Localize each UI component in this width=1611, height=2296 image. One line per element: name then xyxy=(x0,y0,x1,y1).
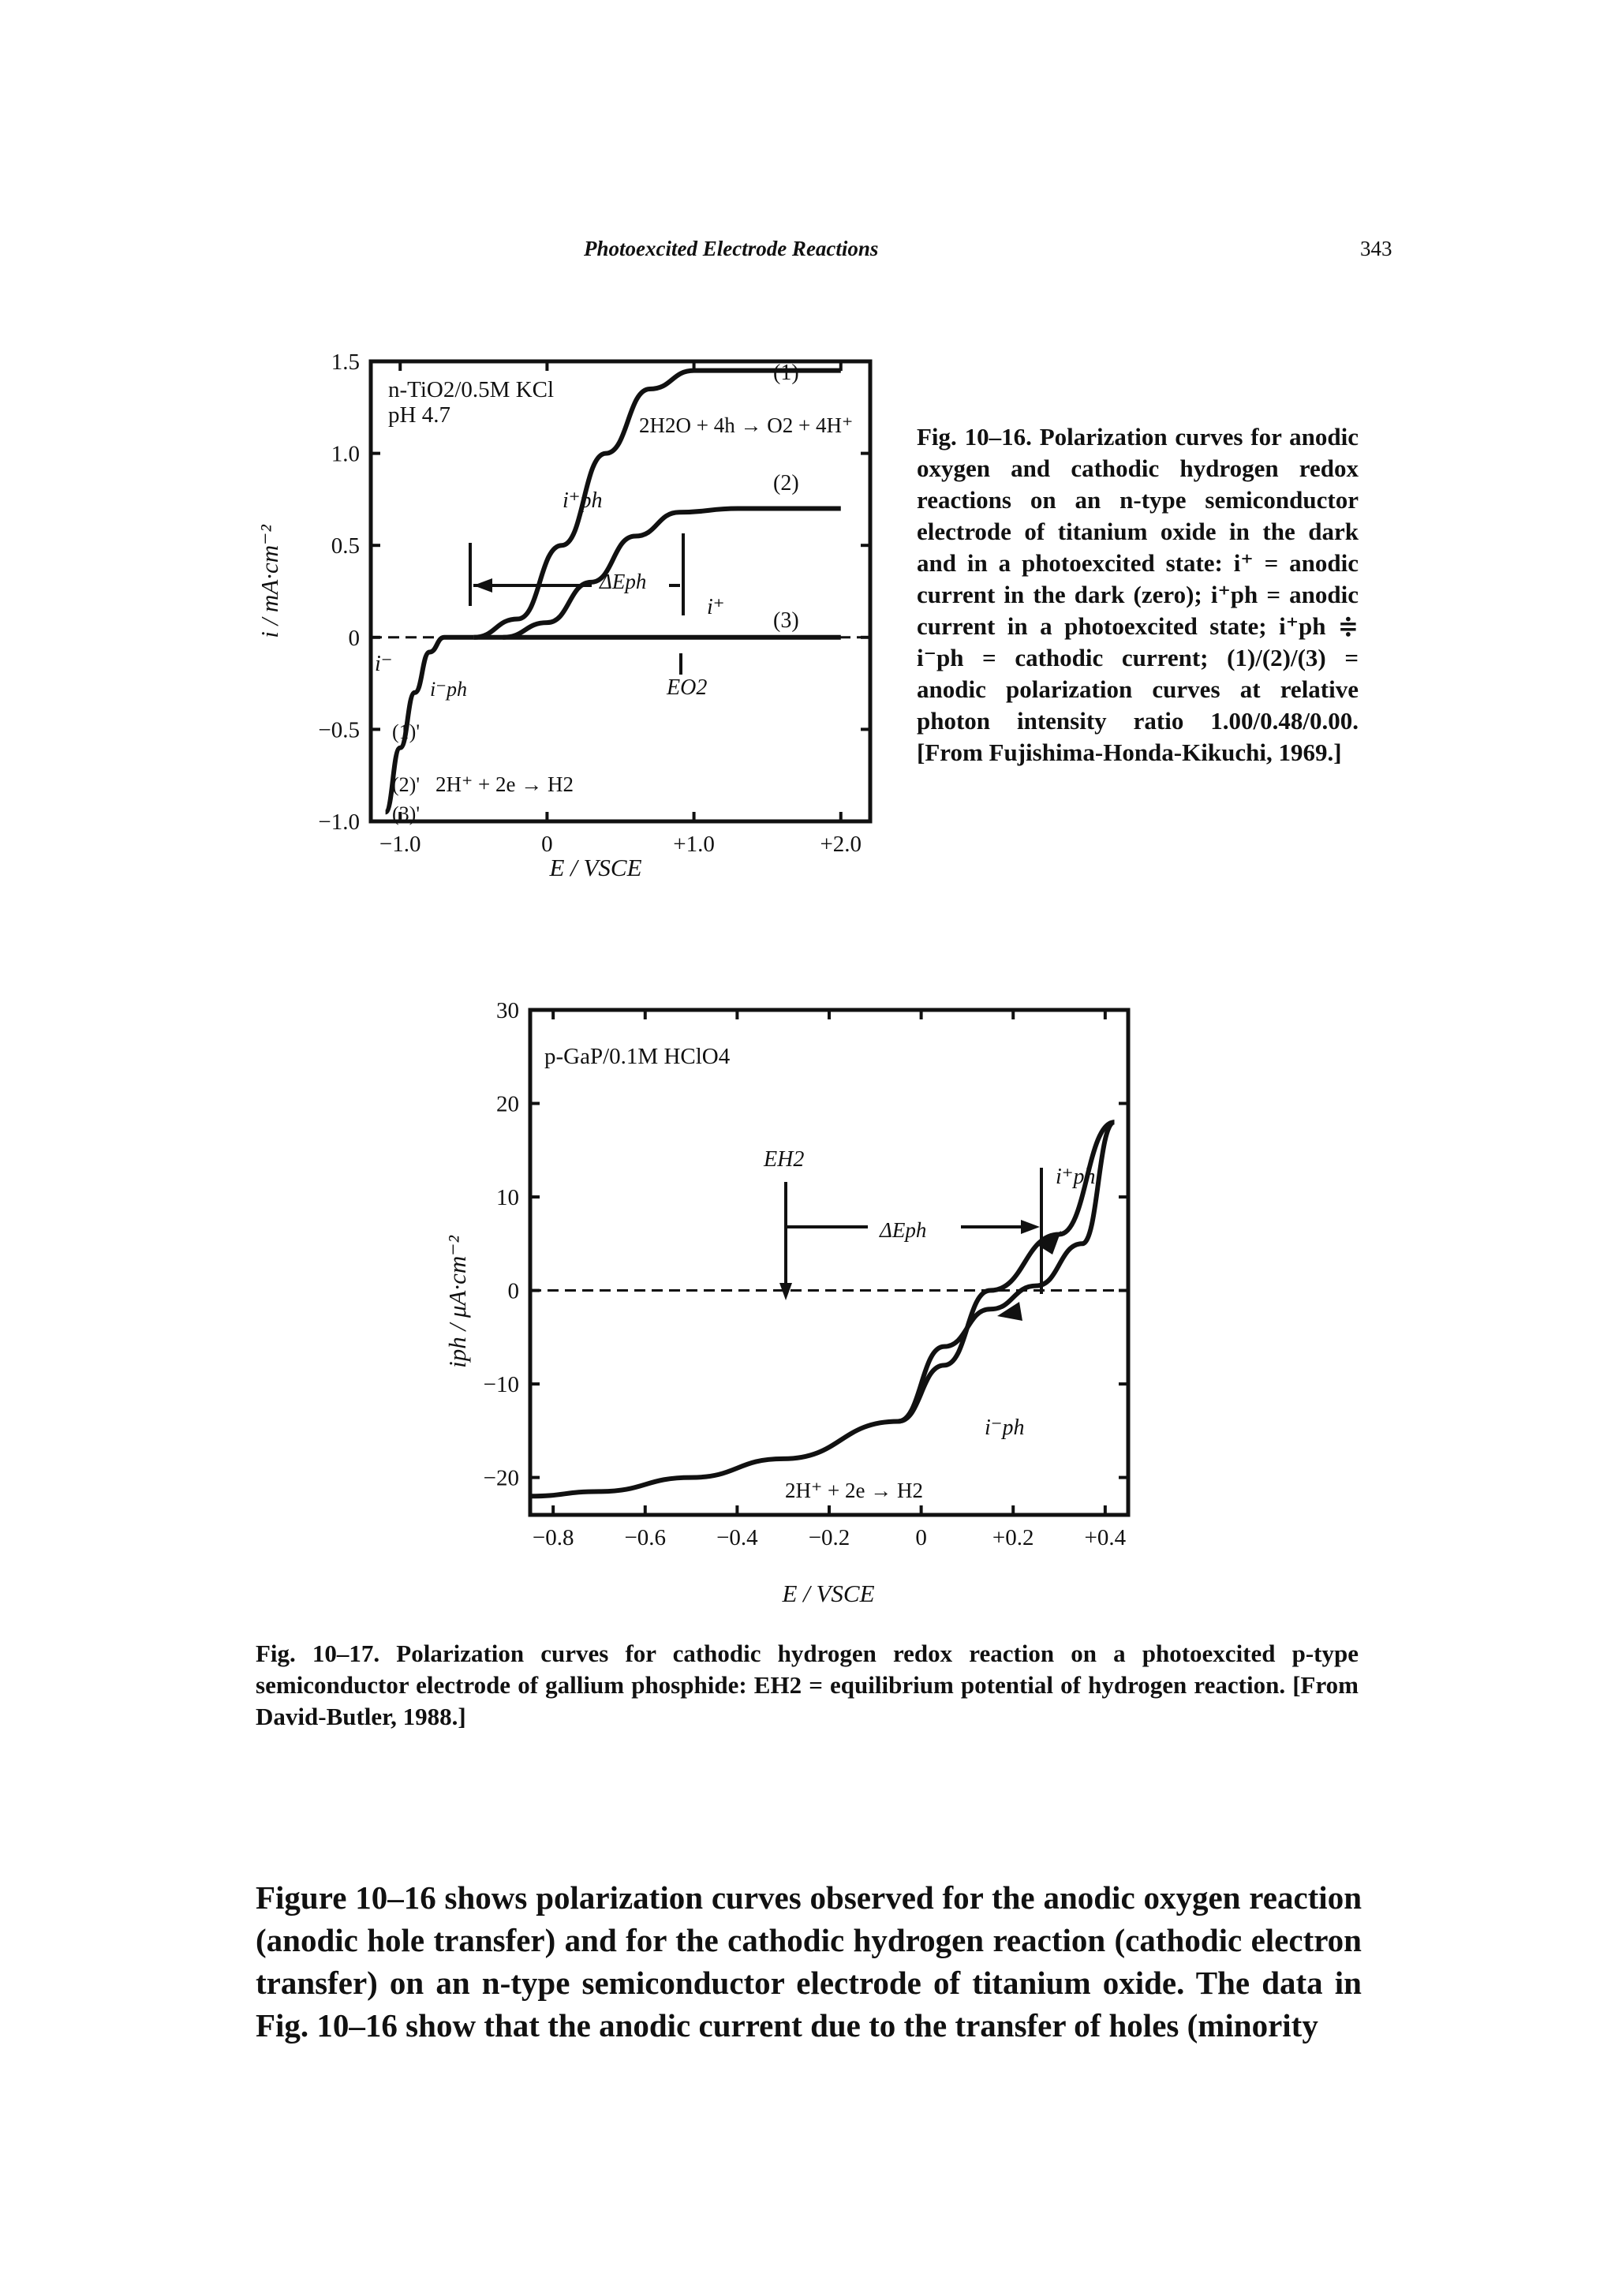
fig16-caption-label: Fig. 10–16. xyxy=(917,423,1032,451)
fig17-eh2-arrowhead xyxy=(779,1283,792,1300)
page-number: 343 xyxy=(1360,237,1392,260)
fig17-caption-text: Polarization curves for cathodic hydroge… xyxy=(256,1640,1359,1730)
fig16-x-tick-label: −1.0 xyxy=(379,832,421,857)
fig17-y-tick-label: 0 xyxy=(508,1279,520,1304)
fig17-delta-arrowhead xyxy=(1021,1220,1040,1234)
fig17-x-tick-label: 0 xyxy=(915,1525,927,1550)
fig16-curve-label-1: (1) xyxy=(773,361,799,385)
fig17-caption: Fig. 10–17. Polarization curves for cath… xyxy=(256,1638,1359,1733)
fig16-y-tick-label: −1.0 xyxy=(318,810,360,835)
fig17-ylabel: iph / μA·cm⁻² xyxy=(443,1235,471,1367)
fig17-x-tick-label: −0.8 xyxy=(533,1525,574,1550)
fig16-system-label: n-TiO2/0.5M KCl xyxy=(388,377,554,402)
fig17-eh2-label: EH2 xyxy=(763,1147,804,1172)
fig17-series-line xyxy=(529,1120,1116,1499)
fig16-caption: Fig. 10–16. Polarization curves for anod… xyxy=(917,421,1359,768)
fig16-i-plus-label: i⁺ xyxy=(707,595,725,619)
fig16-x-tick-label: +2.0 xyxy=(820,832,862,857)
fig16-series-line xyxy=(383,634,474,815)
fig16-y-tick-label: 0 xyxy=(349,626,361,651)
fig17-x-tick-label: −0.4 xyxy=(716,1525,758,1550)
fig16-y-tick-label: 0.5 xyxy=(331,533,360,559)
fig16-curve-label-1p: (1)' xyxy=(392,720,420,743)
fig16-y-tick-label: 1.5 xyxy=(331,350,360,375)
fig17-caption-label: Fig. 10–17. xyxy=(256,1640,380,1667)
fig17-iph-plus-label: i⁺ph xyxy=(1056,1165,1096,1189)
fig16-eo2-label: EO2 xyxy=(666,675,707,700)
fig16-x-tick-label: +1.0 xyxy=(673,832,715,857)
fig17-axes: −0.8 −0.6 −0.4 −0.2 0 +0.2 +0.4 30 20 10 0 −10 −20 xyxy=(484,998,1131,1550)
fig17-forward-arrow xyxy=(1037,1231,1061,1255)
fig17-x-tick-label: −0.2 xyxy=(809,1525,850,1550)
fig16-x-tick-label: 0 xyxy=(541,832,553,857)
fig17-reverse-arrow xyxy=(997,1302,1022,1321)
fig16-y-tick-label: −0.5 xyxy=(318,717,360,742)
fig16-curve-label-3: (3) xyxy=(773,608,799,633)
fig17-system-label: p-GaP/0.1M HClO4 xyxy=(544,1044,731,1069)
fig16-plot-frame xyxy=(368,359,873,824)
figure-10-17-chart: −0.8 −0.6 −0.4 −0.2 0 +0.2 +0.4 30 20 10 0 −10 −20 p… xyxy=(443,998,1131,1607)
fig16-i-minus-label: i⁻ xyxy=(375,652,393,676)
fig17-marks xyxy=(529,1120,1116,1499)
fig16-curve-label-2: (2) xyxy=(773,471,799,495)
fig17-y-tick-label: 20 xyxy=(496,1092,519,1117)
fig17-reaction: 2H⁺ + 2e → H2 xyxy=(785,1479,923,1502)
fig16-xlabel: E / VSCE xyxy=(548,854,641,881)
body-paragraph: Figure 10–16 shows polarization curves o… xyxy=(256,1879,1362,2044)
fig16-series-line xyxy=(503,506,841,640)
fig16-ylabel: i / mA·cm⁻² xyxy=(256,524,283,638)
running-title: Photoexcited Electrode Reactions xyxy=(584,237,879,260)
fig17-x-tick-label: −0.6 xyxy=(624,1525,666,1550)
fig17-series-line xyxy=(897,1120,1116,1424)
fig16-iph-plus-label: i⁺ph xyxy=(563,488,603,513)
fig16-cathodic-reaction: 2H⁺ + 2e → H2 xyxy=(435,772,574,796)
fig16-anodic-reaction: 2H2O + 4h → O2 + 4H⁺ xyxy=(639,413,853,437)
fig16-ph-label: pH 4.7 xyxy=(388,402,450,428)
fig17-plot-frame xyxy=(528,1008,1131,1517)
fig17-delta-eph-label: ΔEph xyxy=(879,1218,926,1242)
fig16-series-line xyxy=(473,368,841,640)
fig17-y-tick-label: 10 xyxy=(496,1185,519,1210)
fig16-delta-arrowhead xyxy=(473,578,492,593)
fig16-curve-label-3p: (3)' xyxy=(392,802,420,825)
fig16-caption-text: Polarization curves for anodic oxygen an… xyxy=(917,423,1359,766)
fig17-iph-minus-label: i⁻ph xyxy=(985,1415,1025,1440)
fig16-marks xyxy=(383,368,841,815)
fig17-y-tick-label: 30 xyxy=(496,998,519,1023)
fig17-x-tick-label: +0.4 xyxy=(1085,1525,1127,1550)
fig17-y-tick-label: −10 xyxy=(484,1372,519,1397)
figure-10-16-chart: −1.0 0 +1.0 +2.0 1.5 1.0 0.5 0 −0.5 −1.0 n-TiO2/0… xyxy=(256,350,873,881)
fig16-curve-label-2p: (2)' xyxy=(392,773,420,796)
fig17-y-tick-label: −20 xyxy=(484,1466,519,1491)
fig17-xlabel: E / VSCE xyxy=(781,1580,874,1607)
fig16-delta-eph-label: ΔEph xyxy=(599,570,646,593)
fig17-x-tick-label: +0.2 xyxy=(992,1525,1034,1550)
fig16-iph-minus-label: i⁻ph xyxy=(430,678,467,701)
fig16-y-tick-label: 1.0 xyxy=(331,442,360,467)
